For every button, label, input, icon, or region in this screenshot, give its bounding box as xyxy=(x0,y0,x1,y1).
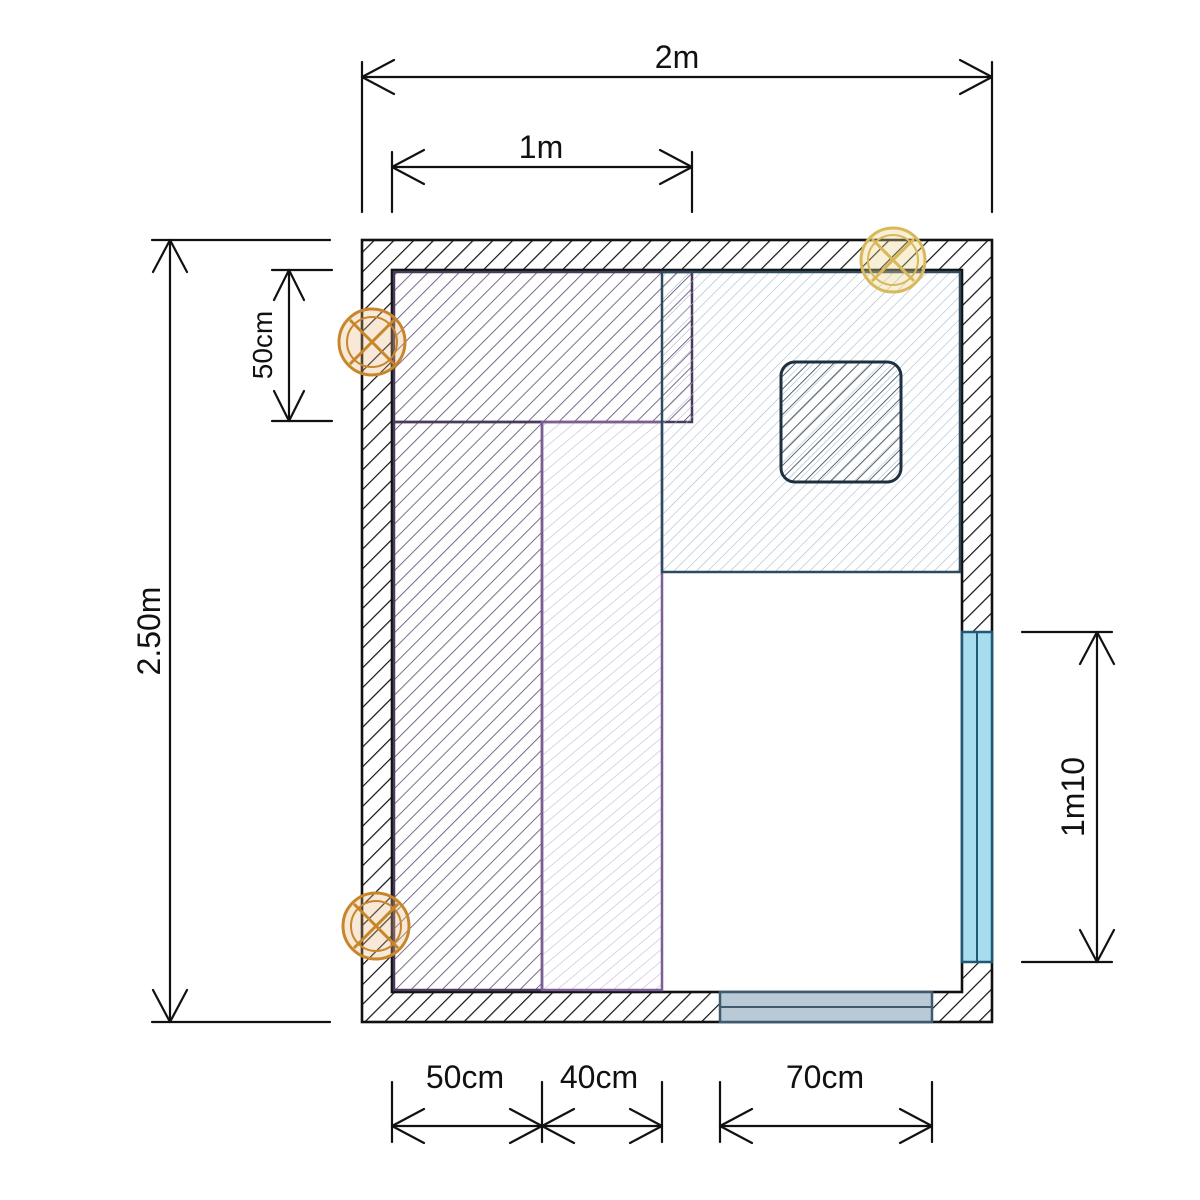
wall-light-icon xyxy=(341,891,411,961)
dimension-total-width: 2m xyxy=(360,39,994,214)
dimension-window-height: 1m10 xyxy=(1020,630,1116,964)
dimension-label-bottom-left: 50cm xyxy=(426,1059,504,1095)
door xyxy=(718,990,934,1024)
closet-middle xyxy=(540,420,664,992)
top-shelf xyxy=(392,270,694,424)
storage xyxy=(392,270,694,992)
window xyxy=(960,630,994,964)
dimension-label-bottom-middle: 40cm xyxy=(560,1059,638,1095)
dimension-shelf-depth: 50cm xyxy=(247,268,334,423)
pillow xyxy=(779,360,903,484)
dimension-label-top-width: 1m xyxy=(519,129,563,165)
dimension-label-door-width: 70cm xyxy=(786,1059,864,1095)
bed xyxy=(660,270,962,574)
dimension-bottom-storage: 50cm 40cm xyxy=(390,1059,664,1145)
dimension-label-window-height: 1m10 xyxy=(1055,757,1091,837)
dimension-label-shelf-depth: 50cm xyxy=(247,311,278,379)
ceiling-light-icon xyxy=(859,226,927,294)
dimension-label-total-width: 2m xyxy=(655,39,699,75)
dimension-label-total-height: 2.50m xyxy=(131,587,167,676)
dimension-total-height: 2.50m xyxy=(131,238,332,1024)
closet-left xyxy=(392,420,544,992)
dimension-top-width: 1m xyxy=(390,129,694,214)
wall-light-icon xyxy=(337,307,407,377)
dimension-door-width: 70cm xyxy=(718,1059,934,1145)
